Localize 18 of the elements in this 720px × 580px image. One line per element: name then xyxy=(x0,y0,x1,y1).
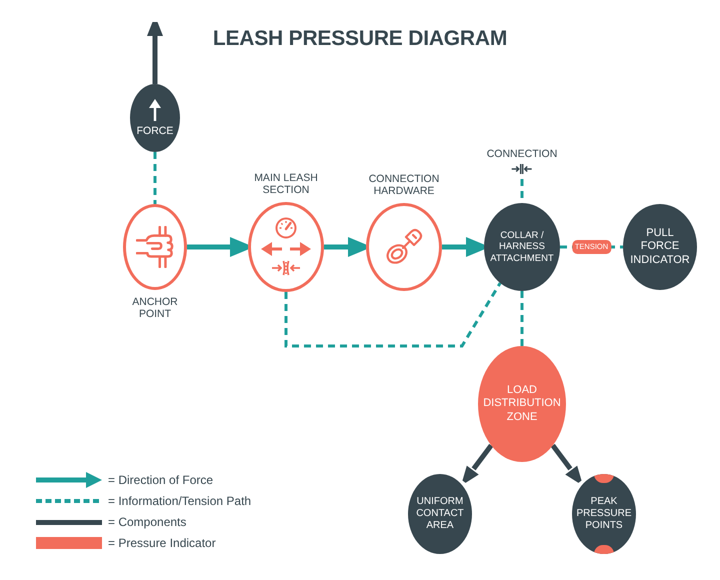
node-label: FORCE xyxy=(136,124,174,138)
node-label: PULL FORCE INDICATOR xyxy=(629,227,691,267)
node-label: LOAD DISTRIBUTION ZONE xyxy=(482,384,562,424)
legend-label: = Components xyxy=(108,515,186,529)
node-label: CONNECTION xyxy=(486,148,558,160)
node-label: CONNECTION HARDWARE xyxy=(368,173,440,197)
diagram-title: LEASH PRESSURE DIAGRAM xyxy=(212,26,508,52)
node-label: ANCHOR POINT xyxy=(131,296,179,320)
legend-label: = Direction of Force xyxy=(108,473,214,487)
dashed-connector xyxy=(154,152,156,204)
node-label: COLLAR / HARNESS ATTACHMENT xyxy=(489,230,555,264)
legend-label: = Pressure Indicator xyxy=(108,536,216,550)
node-label: PEAK PRESSURE POINTS xyxy=(575,496,632,532)
node-label: MAIN LEASH SECTION xyxy=(253,172,319,196)
dashed-connector xyxy=(520,291,524,346)
dashed-connector xyxy=(284,282,502,348)
legend-label: = Information/Tension Path xyxy=(108,494,252,508)
node-label: UNIFORM CONTACT AREA xyxy=(415,496,465,532)
